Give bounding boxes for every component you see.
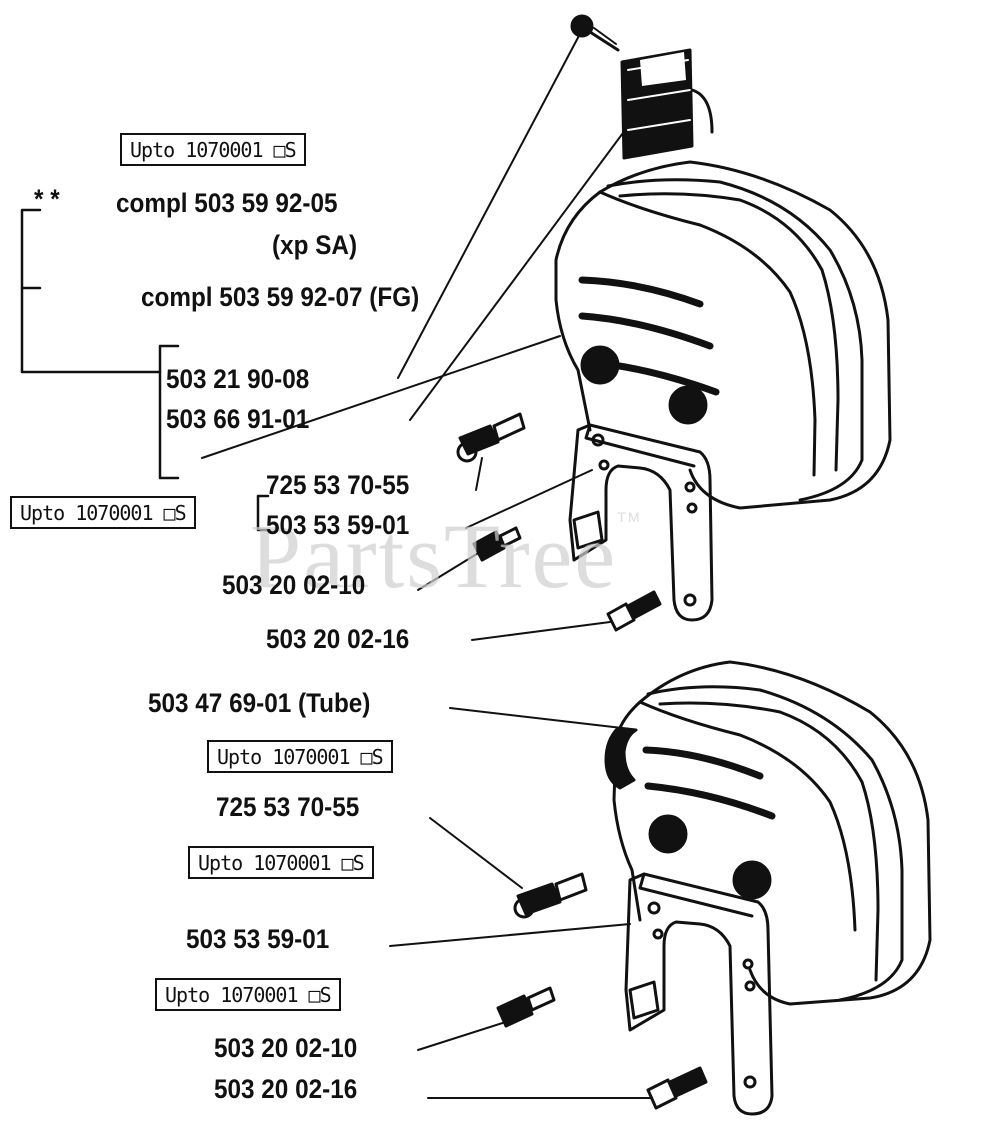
label-part-725-53-70-55-upper: 725 53 70-55: [266, 470, 410, 500]
watermark: PartsTreeTM: [250, 505, 642, 607]
lower-muffler: [496, 660, 932, 1116]
serial-box-upper-1: Upto 1070001 □S: [120, 133, 306, 166]
bolt-10-lower: [496, 986, 556, 1028]
serial-box-upper-2: Upto 1070001 □S: [10, 496, 196, 529]
bracket-lower: [624, 872, 774, 1116]
bolt-16-upper: [606, 590, 662, 632]
upper-muffler: [456, 14, 892, 632]
bolt-10-upper: [472, 526, 522, 562]
bolt-16-lower: [646, 1066, 708, 1110]
asterisk-marks: * *: [34, 184, 60, 214]
label-compl-1: compl 503 59 92-05: [116, 188, 338, 218]
serial-box-lower-2: Upto 1070001 □S: [188, 846, 374, 879]
label-compl-1-sub: (xp SA): [272, 230, 358, 260]
label-part-725-53-70-55-lower: 725 53 70-55: [216, 792, 360, 822]
bolt-725-upper: [456, 412, 526, 463]
label-part-503-20-02-16-lower: 503 20 02-16: [214, 1074, 358, 1104]
label-part-503-20-02-10-lower: 503 20 02-10: [214, 1033, 358, 1063]
label-part-503-21-90-08: 503 21 90-08: [166, 364, 310, 394]
bolt-725-lower: [513, 872, 588, 919]
tube-lower: [604, 726, 638, 790]
label-part-503-53-59-01-upper: 503 53 59-01: [266, 510, 410, 540]
label-part-503-53-59-01-lower: 503 53 59-01: [186, 924, 330, 954]
spark-screen: [620, 48, 714, 160]
leaders-upper: [201, 29, 641, 641]
label-tube: 503 47 69-01 (Tube): [148, 688, 371, 718]
serial-box-lower-1: Upto 1070001 □S: [207, 740, 393, 773]
muffler-body-lower: [612, 660, 932, 1006]
group-brackets: [20, 208, 270, 532]
leaders-lower: [389, 707, 653, 1099]
label-compl-2: compl 503 59 92-07 (FG): [141, 282, 420, 312]
serial-box-lower-3: Upto 1070001 □S: [155, 978, 341, 1011]
label-part-503-20-02-10-upper: 503 20 02-10: [222, 570, 366, 600]
bracket-upper: [568, 423, 714, 622]
label-part-503-66-91-01: 503 66 91-01: [166, 404, 310, 434]
top-screw: [570, 14, 620, 52]
label-part-503-20-02-16-upper: 503 20 02-16: [266, 624, 410, 654]
muffler-body-upper: [554, 160, 892, 510]
